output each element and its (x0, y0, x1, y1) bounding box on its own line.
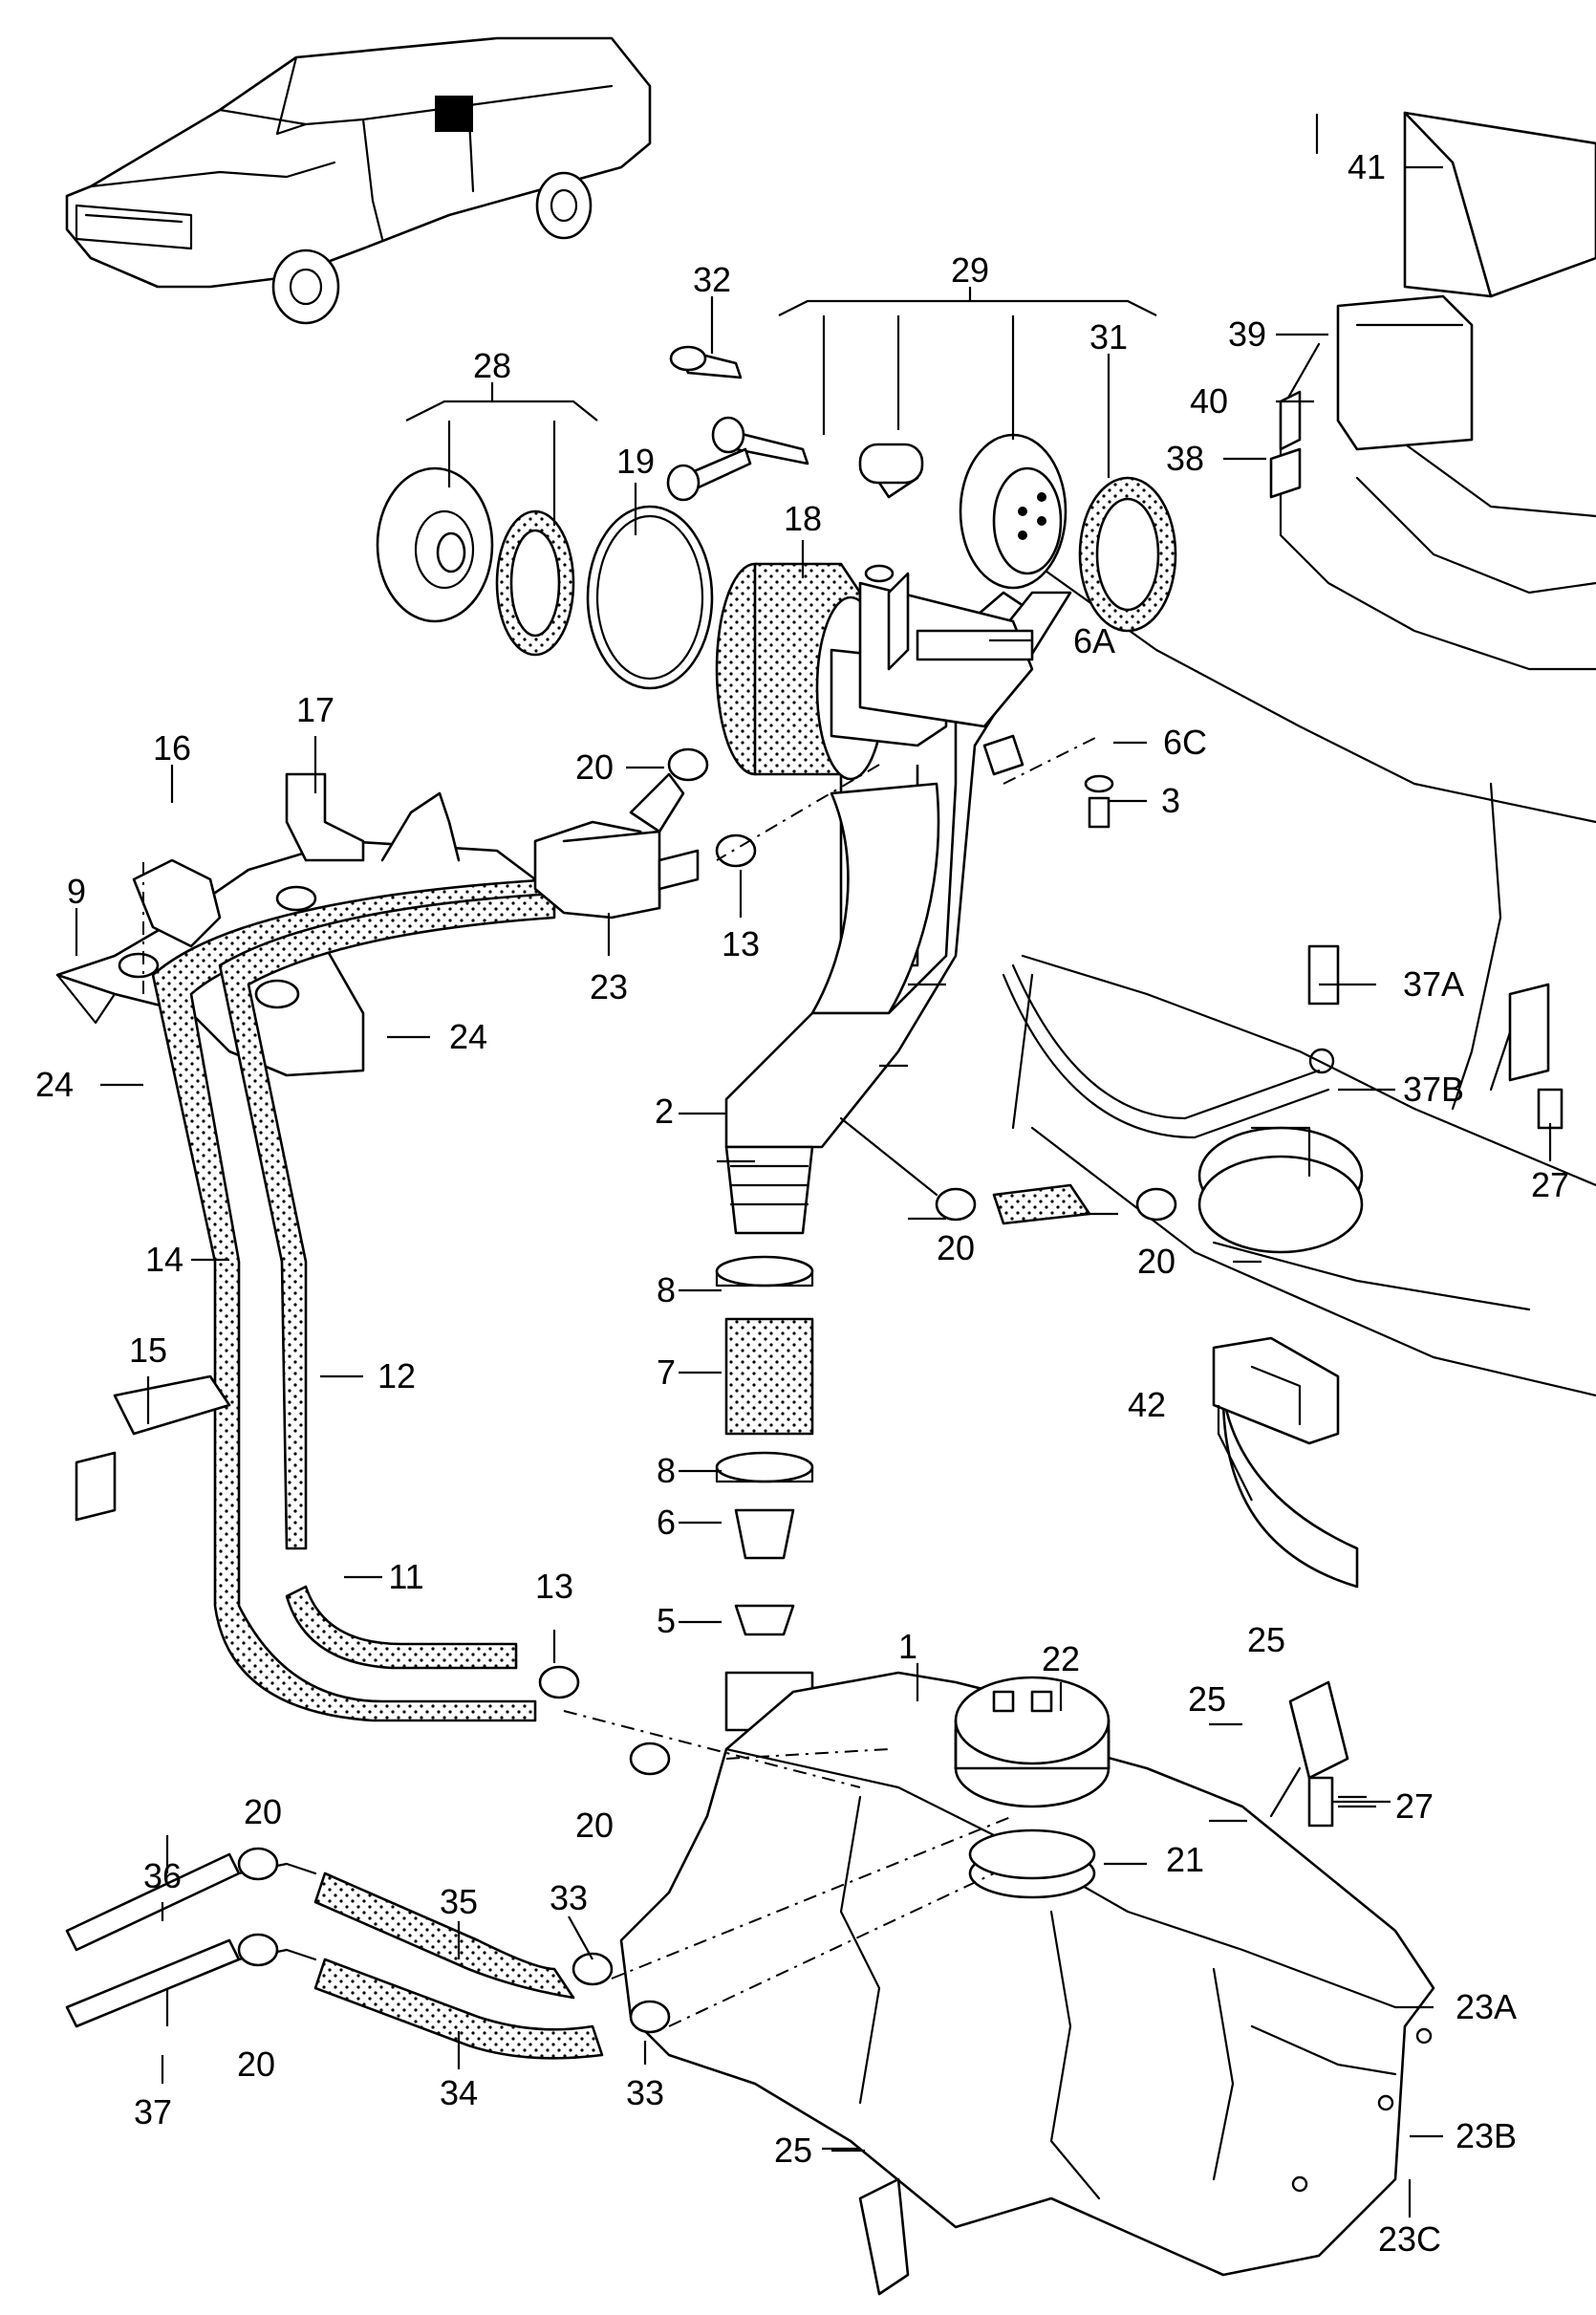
lock-cylinder-29 (858, 433, 1068, 590)
callout-20-e: 20 (244, 1792, 282, 1831)
coupling-parts (715, 1145, 814, 1732)
callout-37: 37 (134, 2092, 172, 2131)
callout-20-d: 20 (575, 1806, 614, 1845)
callout-labels: 1 2 3 5 6 6A 6C 7 8 8 9 11 12 13 13 14 1… (35, 147, 1569, 2259)
bolts (1084, 774, 1564, 1828)
keys-32 (666, 345, 809, 502)
callout-16: 16 (153, 728, 191, 768)
callout-1: 1 (898, 1627, 917, 1666)
tank-body-background (1011, 111, 1596, 1397)
callout-34: 34 (440, 2073, 478, 2112)
callout-40: 40 (1190, 381, 1228, 421)
callout-12: 12 (377, 1356, 416, 1395)
callout-33-upper: 33 (550, 1878, 588, 1917)
callout-24-left: 24 (35, 1065, 74, 1104)
callout-21: 21 (1166, 1840, 1204, 1879)
callout-2: 2 (655, 1092, 674, 1131)
callout-35: 35 (440, 1882, 478, 1921)
callout-6a: 6A (1073, 621, 1115, 660)
tank-straps (858, 983, 1550, 2296)
vent-lines-12-14 (151, 877, 556, 1722)
callout-22: 22 (1042, 1639, 1080, 1678)
callout-17: 17 (296, 690, 334, 729)
vent-valve-23 (533, 772, 700, 920)
callout-28: 28 (473, 346, 511, 385)
callout-20-c: 20 (1137, 1242, 1175, 1281)
callout-20-b: 20 (937, 1228, 975, 1267)
callout-20-f: 20 (237, 2045, 275, 2084)
callout-8-lower: 8 (657, 1451, 676, 1490)
callout-13-upper: 13 (722, 924, 760, 963)
connection-lines (142, 735, 1100, 2027)
fuel-tank-1 (619, 1671, 1435, 2277)
callout-38: 38 (1166, 439, 1204, 478)
callout-24-right: 24 (449, 1017, 487, 1056)
sender-unit (1197, 1126, 1364, 1254)
callout-42: 42 (1128, 1385, 1166, 1424)
gasket-31 (1078, 476, 1177, 633)
callout-32: 32 (693, 260, 731, 299)
callout-23a: 23A (1456, 1987, 1517, 2026)
callout-13-lower: 13 (535, 1567, 573, 1606)
callout-11: 11 (388, 1557, 423, 1596)
callout-25-mid: 25 (1188, 1679, 1226, 1719)
callout-20-a: 20 (575, 747, 614, 787)
callout-5: 5 (657, 1601, 676, 1640)
callout-14: 14 (145, 1240, 183, 1279)
callout-23: 23 (590, 967, 628, 1006)
callout-25-right: 25 (1247, 1620, 1285, 1659)
callout-27-lower: 27 (1395, 1786, 1434, 1826)
bracket-42 (1212, 1336, 1340, 1445)
callout-25-bottom: 25 (774, 2131, 812, 2170)
callout-31: 31 (1089, 317, 1128, 357)
pump-housing-39 (1269, 294, 1474, 499)
callout-39: 39 (1228, 314, 1266, 354)
callout-6: 6 (657, 1503, 676, 1542)
callout-23c: 23C (1378, 2219, 1441, 2259)
callout-37b: 37B (1403, 1070, 1464, 1109)
breather-hose-line (1002, 963, 1330, 1139)
callout-leaders (75, 165, 1552, 2218)
callout-18: 18 (784, 499, 822, 538)
callout-15: 15 (129, 1331, 167, 1370)
callout-33-lower: 33 (626, 2073, 664, 2112)
callout-8-upper: 8 (657, 1270, 676, 1309)
callout-27-upper: 27 (1531, 1165, 1569, 1204)
cap-assembly-28 (376, 466, 575, 657)
filler-housing (715, 562, 1034, 781)
callout-19: 19 (616, 442, 655, 481)
callout-41: 41 (1348, 147, 1386, 186)
fuel-lines-lower (65, 1847, 671, 2060)
callout-6c: 6C (1163, 723, 1207, 762)
callout-7: 7 (657, 1352, 676, 1392)
callout-9: 9 (67, 872, 86, 911)
snap-ring-19 (586, 505, 714, 690)
hose-clamps (75, 747, 1177, 1776)
callout-29: 29 (951, 250, 989, 290)
callout-23b: 23B (1456, 2116, 1517, 2155)
callout-3: 3 (1161, 781, 1180, 820)
callout-36: 36 (143, 1856, 182, 1895)
callout-37a: 37A (1403, 964, 1464, 1004)
car-locator-illustration (65, 36, 652, 325)
